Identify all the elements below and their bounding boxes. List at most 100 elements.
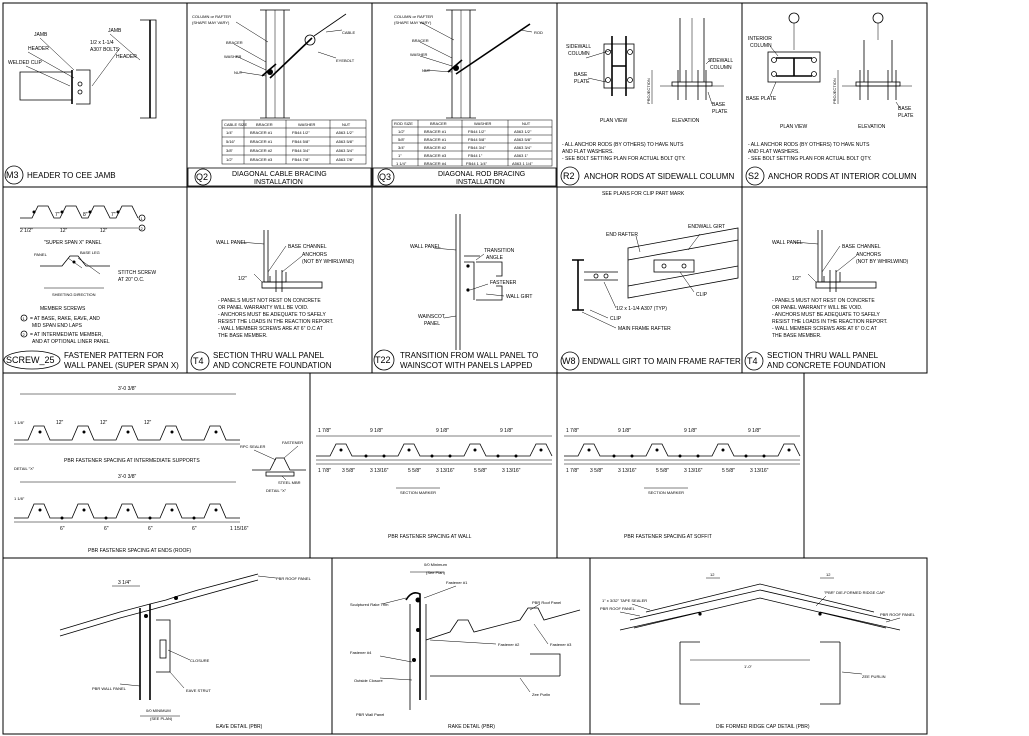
soffit-b4: 5 5/8" [656,468,669,474]
q2-shape-label: (SHAPE MAY VARY) [192,20,230,25]
q3-cell: A563 1 1/4" [512,161,533,166]
t22-title: TRANSITION FROM WALL PANEL TO [400,351,538,360]
q3-washer-label: WASHER [410,52,428,57]
soffit-b2: 3 5/8" [590,468,603,474]
r2-title: ANCHOR RODS AT SIDEWALL COLUMN [584,172,734,181]
t4b-title2: AND CONCRETE FOUNDATION [767,361,886,370]
q2-cell: BRACER #2 [250,148,273,153]
rake-title: RAKE DETAIL (PBR) [448,724,495,730]
s2-plate-label: PLATE [898,113,914,119]
q2-cell: FB44 5/8" [292,139,310,144]
w8-main-frame-label: MAIN FRAME RAFTER [618,326,671,332]
screw25-d3: 8" [83,212,88,218]
ridge-pbr-roof2-label: PBR ROOF PANEL [880,612,916,617]
q2-code: Q2 [196,172,208,182]
screw25-d4: 7" [111,212,116,218]
screw25-note1b: MID SPAN END LAPS [32,323,83,329]
rake-top2-label: (See Plan) [426,570,446,575]
q2-cable-label: CABLE [342,30,355,35]
rake-f4-label: Fastener #4 [350,650,372,655]
w8-clip2-label: CLIP [610,316,622,322]
r2-note: - ALL ANCHOR RODS (BY OTHERS) TO HAVE NU… [562,142,684,148]
q3-th-bracer: BRACER [430,121,447,126]
q2-cell: FB44 7/8" [292,157,310,162]
rake-trim-label: Sculptured Rake Trim [350,602,389,607]
eave-d1: 3 1/4" [118,580,131,586]
m3-jamb2-label: JAMB [108,28,122,34]
wall-b6: 5 5/8" [474,468,487,474]
eave-bottom-label: 0/0 MINIMUM [146,708,171,713]
ridge-sealer-label: 1" x 3/32" TAPE SEALER [602,598,647,603]
q2-cell: 5/16" [226,139,236,144]
m3-jamb-label: JAMB [34,32,48,38]
w8-title: ENDWALL GIRT TO MAIN FRAME RAFTER [582,357,741,366]
m3-bolts-label: 1/2 x 1-1/4 [90,40,114,46]
eave-title: EAVE DETAIL (PBR) [216,724,263,730]
r2-sidewall2-label: SIDEWALL [708,58,733,64]
t22-title2: WAINSCOT WITH PANELS LAPPED [400,361,533,370]
screw25-code: SCREW_25 [6,355,55,365]
q3-title2: INSTALLATION [456,179,505,186]
w8-bolts-label: 1/2 x 1-1/4 A307 (TYP) [616,306,667,312]
panel-eave: 3 1/4" PBR ROOF PANEL PBR WALL PANEL EAV… [59,573,312,730]
t4b-note: OR PANEL WARRANTY WILL BE VOID. [772,305,862,311]
m3-header2-label: HEADER [116,54,137,60]
screw25-note2: = AT INTERMEDIATE MEMBER, [30,332,103,338]
wall-b4: 5 5/8" [408,468,421,474]
panel-roof: 3'-0 3/8" 1 1/8" 12" 12" 12" PBR FASTENE… [14,386,306,554]
t4a-note: OR PANEL WARRANTY WILL BE VOID. [218,305,308,311]
q3-cell: FB44 1 1/4" [466,161,488,166]
roof-detail2-label: DETAIL "X" [266,488,287,493]
q2-cell: A563 1/2" [336,130,354,135]
t4b-note: - ANCHORS MUST BE ADEQUATE TO SAFELY [772,312,881,318]
screw25-d2: 7" [55,212,60,218]
s2-base-label: BASE [898,106,912,112]
q2-cell: A563 7/8" [336,157,354,162]
panel-t4b: WALL PANEL BASE CHANNEL ANCHORS (NOT BY … [744,230,909,371]
wall-title: PBR FASTENER SPACING AT WALL [388,534,472,540]
q3-cell: 1" [398,153,402,158]
screw25-d1: 2 1/2" [20,228,33,234]
t4b-note: RESIST THE LOADS IN THE REACTION REPORT. [772,319,888,325]
t4a-note: RESIST THE LOADS IN THE REACTION REPORT. [218,319,334,325]
m3-code: M3 [6,170,19,180]
screw25-stitch2-label: AT 20" O.C. [118,277,144,283]
rake-pbr-wall-label: PBR Wall Panel [356,712,384,717]
roof-s5: 6" [104,526,109,532]
rake-top-label: 0/0 Minimum [424,562,448,567]
s2-code: S2 [748,171,759,181]
q2-title: DIAGONAL CABLE BRACING [232,171,327,178]
q2-cell: A563 3/4" [336,148,354,153]
r2-plate2-label: PLATE [712,109,728,115]
q3-cell: FB44 1" [468,153,483,158]
panel-t22: WALL PANEL TRANSITION ANGLE FASTENER WAL… [373,214,538,371]
q3-title: DIAGONAL ROD BRACING [438,171,525,178]
r2-note: - SEE BOLT SETTING PLAN FOR ACTUAL BOLT … [562,156,686,162]
rake-pbr-roof-label: PBR Roof Panel [532,600,561,605]
t4a-note: THE BASE MEMBER. [218,333,267,339]
t4b-anchors2-label: (NOT BY WHIRLWIND) [856,259,909,265]
soffit-b3: 3 13/16" [618,468,637,474]
roof-s2: 12" [100,420,108,426]
eave-bottom2-label: (SEE PLAN) [150,716,173,721]
screw25-sheeting-label: SHEETING DIRECTION [52,292,96,297]
panel-q2: COLUMN or RAFTER (SHAPE MAY VARY) CABLE … [187,9,372,187]
wall-s4: 9 1/8" [500,428,513,434]
s2-interior-label: INTERIOR [748,36,772,42]
q3-cell: FB44 3/4" [468,145,486,150]
t4b-note: - WALL MEMBER SCREWS ARE AT 6" O.C AT [772,326,877,332]
q2-th-bracer: BRACER [256,122,273,127]
screw25-stitch-label: STITCH SCREW [118,270,156,276]
screw25-note1-circle: 1 [23,316,26,321]
q2-th-size: CABLE SIZE [224,122,247,127]
q3-cell: A563 5/8" [514,137,532,142]
r2-column2-label: COLUMN [710,65,732,71]
ridge-cap-label: "PBR" DIE-FORMED RIDGE CAP [824,590,885,595]
s2-title: ANCHOR RODS AT INTERIOR COLUMN [768,172,917,181]
w8-header-label: SEE PLANS FOR CLIP PART MARK [602,191,685,197]
t4a-base-channel-label: BASE CHANNEL [288,244,327,250]
panel-soffit-spacing: 1 7/8" 9 1/8" 9 1/8" 9 1/8" 1 7/8" 3 5/8… [564,428,801,540]
r2-projection-label: PROJECTION [646,78,651,104]
t4a-wall-panel-label: WALL PANEL [216,240,247,246]
